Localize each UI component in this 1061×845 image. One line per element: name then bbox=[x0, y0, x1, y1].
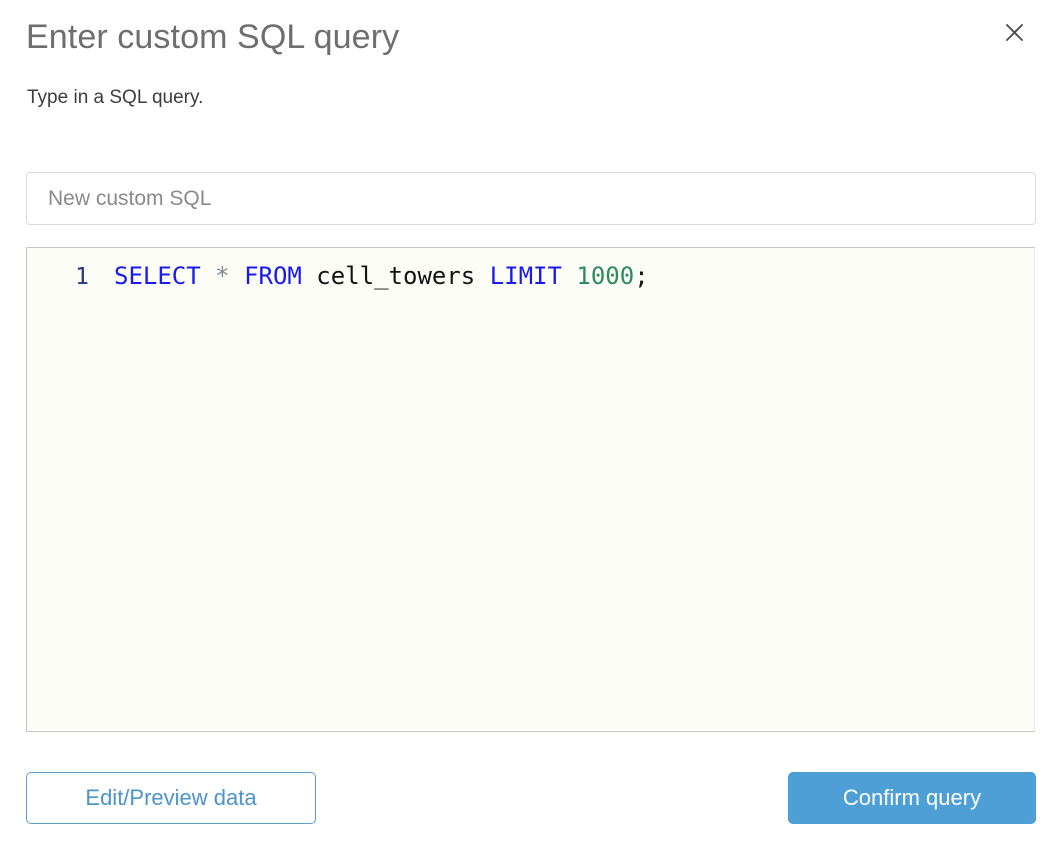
page-title: Enter custom SQL query bbox=[26, 18, 400, 56]
line-number-gutter: 1 bbox=[75, 264, 89, 290]
sql-token-select: SELECT bbox=[114, 262, 201, 290]
edit-preview-data-button[interactable]: Edit/Preview data bbox=[26, 772, 316, 824]
sql-token-table: cell_towers bbox=[301, 262, 490, 290]
close-icon[interactable] bbox=[1000, 18, 1029, 47]
query-name-input[interactable] bbox=[26, 172, 1036, 225]
code-text: SELECT * FROM cell_towers LIMIT 1000; bbox=[114, 264, 649, 288]
sql-token-space bbox=[562, 262, 576, 290]
dialog-subtitle: Type in a SQL query. bbox=[27, 87, 204, 108]
sql-token-semicolon: ; bbox=[634, 262, 649, 290]
code-line: 1 SELECT * FROM cell_towers LIMIT 1000; bbox=[27, 248, 1034, 289]
sql-token-space bbox=[230, 262, 244, 290]
sql-token-limit: LIMIT bbox=[489, 262, 562, 290]
sql-token-space bbox=[201, 262, 215, 290]
sql-token-number: 1000 bbox=[576, 262, 635, 290]
confirm-query-button[interactable]: Confirm query bbox=[788, 772, 1036, 824]
sql-token-from: FROM bbox=[244, 262, 302, 290]
sql-token-star: * bbox=[215, 262, 230, 290]
sql-code-editor[interactable]: 1 SELECT * FROM cell_towers LIMIT 1000; bbox=[26, 247, 1035, 732]
